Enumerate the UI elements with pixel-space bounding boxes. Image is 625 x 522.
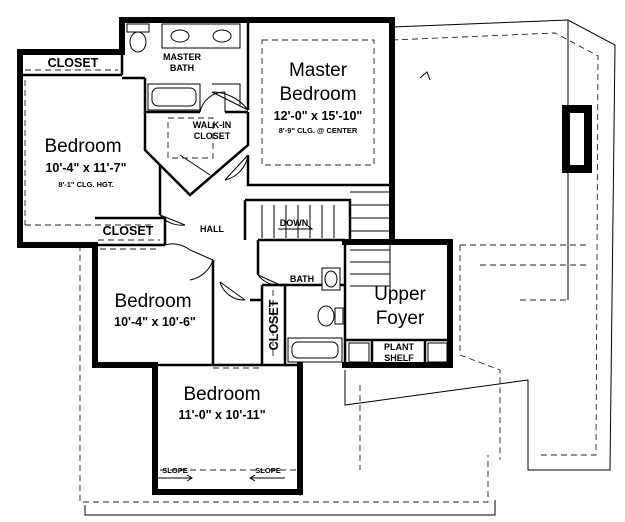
bedroom-bottom-size: 11'-0" x 10'-11" [178,408,265,422]
bedroom-bottom-name: Bedroom [183,384,260,405]
master-bedroom-name-2: Bedroom [279,84,356,105]
hall-label: HALL [200,224,224,234]
plant-shelf-label-2: SHELF [384,353,414,363]
bath-label: BATH [290,274,314,284]
slope-right-label: SLOPE [255,466,280,475]
doors [159,91,281,301]
master-bedroom-size: 12'-0" x 15'-10" [274,109,363,123]
plant-shelf-label-1: PLANT [384,342,414,352]
exterior-walls [17,17,453,495]
chimney [562,105,592,173]
closet-vertical-label: CLOSET [267,299,281,350]
upper-foyer-label-1: Upper [374,284,426,305]
upper-foyer-label-2: Foyer [376,308,425,329]
room-labels: Master Bedroom 12'-0" x 15'-10" 8'-9" CL… [44,52,426,475]
walk-in-closet-label-2: CLOSET [194,131,231,141]
walk-in-closet-label-1: WALK-IN [193,120,232,130]
master-bath-label-1: MASTER [163,52,202,62]
roof-outline [17,19,616,516]
slope-left-label: SLOPE [162,466,187,475]
staircase [261,185,391,290]
master-bath-label-2: BATH [170,63,194,73]
interior-walls [23,22,450,367]
closet-mid-label: CLOSET [103,224,154,238]
bedroom-middle-size: 10'-4" x 10'-6" [114,315,196,329]
bedroom-left-ceiling: 8'-1" CLG. HGT. [58,180,113,189]
closet-top-label: CLOSET [48,56,99,70]
bedroom-middle-name: Bedroom [114,291,191,312]
master-bedroom-ceiling: 8'-9" CLG. @ CENTER [279,126,358,135]
fixtures [24,23,448,471]
slope-arrows [158,474,285,482]
stair-down-label: DOWN [280,218,309,228]
master-bedroom-name-1: Master [289,60,348,81]
bedroom-left-size: 10'-4" x 11'-7" [45,161,126,175]
bedroom-left-name: Bedroom [44,136,121,157]
